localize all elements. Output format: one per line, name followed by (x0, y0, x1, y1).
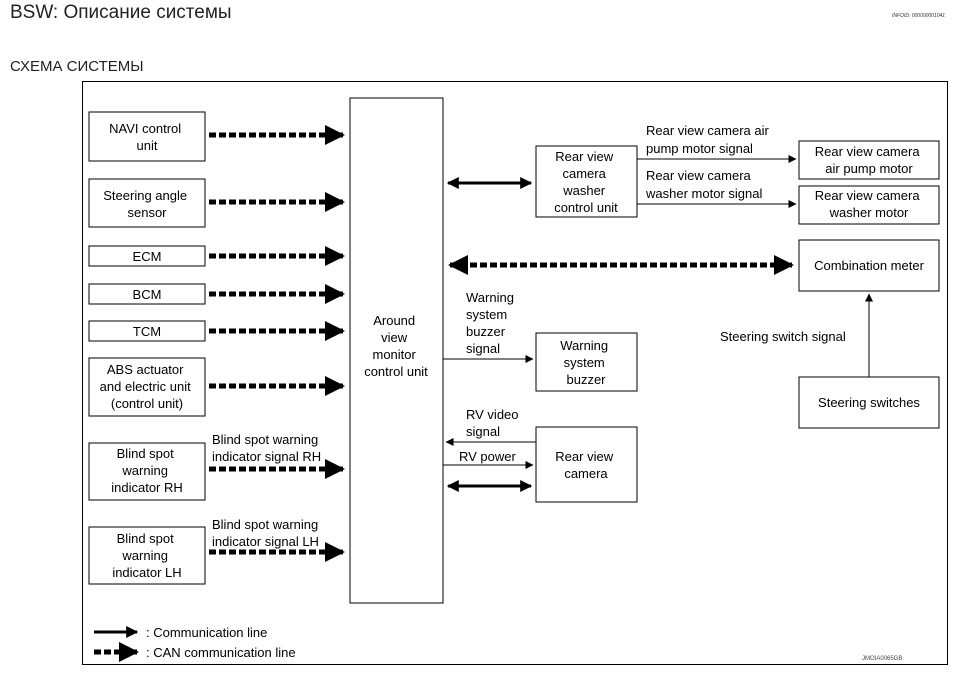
signal-label-bsw-rh: Blind spot warning indicator signal RH (212, 432, 322, 464)
bcm-label: BCM (133, 287, 162, 302)
legend-can-label: : CAN communication line (146, 645, 296, 660)
washer-motor: Rear view camera washer motor (798, 185, 940, 225)
diagram-frame (82, 81, 948, 665)
around-view-monitor-control-unit: Around view monitor control unit (349, 97, 444, 604)
rear-view-camera: Rear view camera (535, 426, 638, 503)
washer-motor-label: Rear view camera washer motor (815, 188, 923, 220)
navi-control-unit-label: NAVI control unit (109, 121, 185, 153)
tcm-unit: TCM (88, 320, 206, 342)
warning-buzzer: Warning system buzzer (535, 332, 638, 392)
rear-view-camera-label: Rear view camera (555, 449, 616, 481)
ecm-unit: ECM (88, 245, 206, 267)
blind-spot-indicator-rh-label: Blind spot warning indicator RH (111, 446, 183, 495)
blind-spot-indicator-lh-label: Blind spot warning indicator LH (112, 531, 181, 580)
warning-buzzer-label: Warning system buzzer (560, 338, 612, 387)
steering-switches-label: Steering switches (818, 395, 920, 410)
around-view-monitor-label: Around view monitor control unit (364, 313, 428, 379)
signal-label-rv-power: RV power (459, 449, 517, 464)
air-pump-motor-label: Rear view camera air pump motor (815, 144, 923, 176)
steering-angle-sensor-label: Steering angle sensor (103, 188, 190, 220)
signal-label-bsw-lh: Blind spot warning indicator signal LH (212, 517, 322, 549)
air-pump-motor: Rear view camera air pump motor (798, 140, 940, 180)
signal-label-steering-switch: Steering switch signal (720, 329, 846, 344)
signal-label-washer-motor: Rear view camera washer motor signal (645, 168, 762, 201)
signal-label-rv-video: RV video signal (466, 407, 522, 439)
tcm-label: TCM (133, 324, 161, 339)
combination-meter-label: Combination meter (814, 258, 924, 273)
signal-label-air-pump: Rear view camera air pump motor signal (646, 123, 772, 156)
washer-control-unit-label: Rear view camera washer control unit (554, 149, 618, 215)
info-id: INFOID: 000000001041 (892, 13, 946, 19)
signal-label-buzzer: Warning system buzzer signal (466, 290, 518, 356)
washer-control-unit: Rear view camera washer control unit (535, 145, 638, 218)
blind-spot-indicator-lh: Blind spot warning indicator LH (88, 526, 206, 585)
steering-switches: Steering switches (798, 376, 940, 429)
page-title: BSW: Описание системы (10, 2, 232, 23)
navi-control-unit: NAVI control unit (88, 111, 206, 162)
legend: : Communication line : CAN communication… (94, 625, 296, 662)
blind-spot-indicator-rh: Blind spot warning indicator RH (88, 442, 206, 501)
abs-actuator-unit: ABS actuator and electric unit (control … (88, 357, 206, 417)
steering-angle-sensor: Steering angle sensor (88, 178, 206, 228)
abs-actuator-label: ABS actuator and electric unit (control … (100, 362, 195, 411)
bcm-unit: BCM (88, 283, 206, 305)
combination-meter: Combination meter (798, 239, 940, 292)
figure-code: JMOIA0065GB (862, 656, 902, 662)
section-title: СХЕМА СИСТЕМЫ (10, 58, 144, 75)
legend-communication-label: : Communication line (146, 625, 267, 640)
ecm-label: ECM (133, 249, 162, 264)
